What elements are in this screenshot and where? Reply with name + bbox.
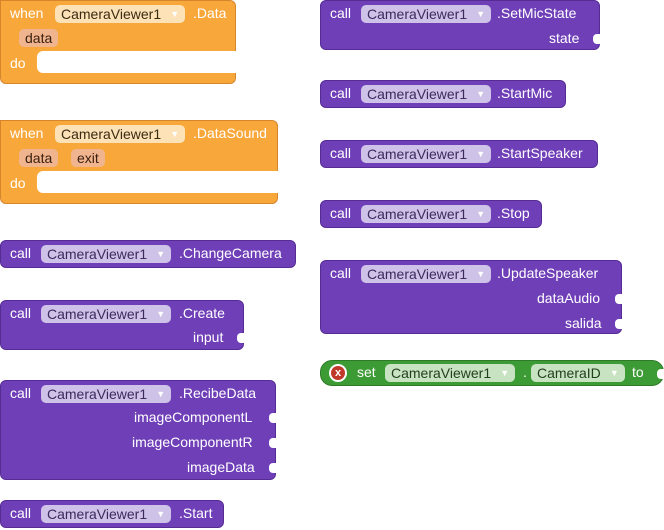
input-socket[interactable] — [269, 413, 277, 423]
input-socket[interactable] — [615, 319, 623, 329]
input-socket[interactable] — [237, 333, 245, 343]
method-name: .Create — [179, 305, 225, 321]
component-dropdown[interactable]: CameraViewer1 ▼ — [361, 85, 492, 103]
component-dropdown[interactable]: CameraViewer1 ▼ — [361, 5, 492, 23]
to-keyword: to — [632, 364, 644, 380]
component-dropdown[interactable]: CameraViewer1 ▼ — [41, 505, 172, 523]
call-block-start-mic[interactable]: call CameraViewer1 ▼ .StartMic — [320, 80, 566, 108]
chevron-down-icon: ▼ — [156, 389, 166, 399]
input-socket[interactable] — [657, 369, 664, 379]
component-name: CameraViewer1 — [367, 146, 468, 162]
call-block-set-mic-state[interactable]: call CameraViewer1 ▼ .SetMicState state — [320, 0, 601, 50]
call-block-recibe-data[interactable]: call CameraViewer1 ▼ .RecibeData imageCo… — [0, 380, 277, 480]
property-name: CameraID — [537, 365, 601, 381]
arg-label-input: input — [193, 329, 224, 345]
chevron-down-icon: ▼ — [500, 368, 510, 378]
component-dropdown[interactable]: CameraViewer1 ▼ — [55, 5, 186, 23]
chevron-down-icon: ▼ — [476, 209, 486, 219]
event-name: .DataSound — [193, 125, 267, 141]
param-exit[interactable]: exit — [71, 149, 105, 167]
event-block-data[interactable]: when CameraViewer1 ▼ .Data data do — [0, 0, 236, 84]
do-slot[interactable] — [37, 171, 278, 193]
method-name: .Start — [179, 505, 213, 521]
call-keyword: call — [10, 305, 32, 321]
call-block-create[interactable]: call CameraViewer1 ▼ .Create input — [0, 300, 245, 350]
call-keyword: call — [330, 265, 352, 281]
input-socket[interactable] — [615, 294, 623, 304]
do-keyword: do — [10, 175, 26, 191]
set-block-camera-id[interactable]: x set CameraViewer1 ▼ . CameraID ▼ to — [320, 360, 664, 386]
input-socket[interactable] — [269, 438, 277, 448]
component-name: CameraViewer1 — [61, 6, 162, 22]
call-keyword: call — [330, 85, 352, 101]
call-block-update-speaker[interactable]: call CameraViewer1 ▼ .UpdateSpeaker data… — [320, 260, 623, 334]
call-block-change-camera[interactable]: call CameraViewer1 ▼ .ChangeCamera — [0, 240, 296, 268]
component-name: CameraViewer1 — [367, 266, 468, 282]
when-keyword: when — [10, 125, 44, 141]
chevron-down-icon: ▼ — [156, 509, 166, 519]
param-data[interactable]: data — [19, 149, 59, 167]
arg-label-image-data: imageData — [187, 459, 255, 475]
chevron-down-icon: ▼ — [156, 249, 166, 259]
component-name: CameraViewer1 — [367, 6, 468, 22]
error-icon[interactable]: x — [329, 364, 347, 382]
method-name: .ChangeCamera — [179, 245, 282, 261]
chevron-down-icon: ▼ — [476, 269, 486, 279]
component-name: CameraViewer1 — [47, 506, 148, 522]
property-dropdown[interactable]: CameraID ▼ — [531, 364, 625, 382]
chevron-down-icon: ▼ — [170, 9, 180, 19]
call-keyword: call — [330, 5, 352, 21]
component-name: CameraViewer1 — [47, 386, 148, 402]
component-name: CameraViewer1 — [391, 365, 492, 381]
param-data[interactable]: data — [19, 29, 59, 47]
call-block-start-speaker[interactable]: call CameraViewer1 ▼ .StartSpeaker — [320, 140, 598, 168]
arg-label-data-audio: dataAudio — [537, 290, 601, 306]
do-slot[interactable] — [37, 51, 236, 73]
event-name: .Data — [193, 5, 227, 21]
call-keyword: call — [330, 145, 352, 161]
component-name: CameraViewer1 — [367, 206, 468, 222]
component-dropdown[interactable]: CameraViewer1 ▼ — [41, 245, 172, 263]
component-dropdown[interactable]: CameraViewer1 ▼ — [361, 205, 492, 223]
arg-label-state: state — [549, 30, 580, 46]
method-name: .StartSpeaker — [497, 145, 583, 161]
dot-separator: . — [523, 364, 527, 380]
chevron-down-icon: ▼ — [609, 368, 619, 378]
arg-label-image-component-l: imageComponentL — [134, 409, 253, 425]
component-name: CameraViewer1 — [47, 306, 148, 322]
when-keyword: when — [10, 5, 44, 21]
chevron-down-icon: ▼ — [476, 89, 486, 99]
component-name: CameraViewer1 — [367, 86, 468, 102]
call-keyword: call — [10, 245, 32, 261]
component-dropdown[interactable]: CameraViewer1 ▼ — [41, 305, 172, 323]
input-socket[interactable] — [593, 34, 601, 44]
component-dropdown[interactable]: CameraViewer1 ▼ — [361, 145, 492, 163]
method-name: .RecibeData — [179, 385, 257, 401]
set-keyword: set — [357, 364, 376, 380]
arg-label-salida: salida — [565, 315, 602, 331]
method-name: .SetMicState — [497, 5, 577, 21]
call-block-start[interactable]: call CameraViewer1 ▼ .Start — [0, 500, 224, 528]
call-keyword: call — [10, 385, 32, 401]
event-block-datasound[interactable]: when CameraViewer1 ▼ .DataSound data exi… — [0, 120, 278, 204]
component-dropdown[interactable]: CameraViewer1 ▼ — [361, 265, 492, 283]
arg-label-image-component-r: imageComponentR — [132, 434, 253, 450]
method-name: .UpdateSpeaker — [497, 265, 599, 281]
component-dropdown[interactable]: CameraViewer1 ▼ — [385, 364, 516, 382]
component-dropdown[interactable]: CameraViewer1 ▼ — [55, 125, 186, 143]
call-keyword: call — [330, 205, 352, 221]
method-name: .StartMic — [497, 85, 553, 101]
chevron-down-icon: ▼ — [476, 9, 486, 19]
component-name: CameraViewer1 — [47, 246, 148, 262]
chevron-down-icon: ▼ — [170, 129, 180, 139]
chevron-down-icon: ▼ — [156, 309, 166, 319]
do-keyword: do — [10, 55, 26, 71]
component-name: CameraViewer1 — [61, 126, 162, 142]
call-keyword: call — [10, 505, 32, 521]
component-dropdown[interactable]: CameraViewer1 ▼ — [41, 385, 172, 403]
chevron-down-icon: ▼ — [476, 149, 486, 159]
call-block-stop[interactable]: call CameraViewer1 ▼ .Stop — [320, 200, 542, 228]
input-socket[interactable] — [269, 463, 277, 473]
method-name: .Stop — [497, 205, 530, 221]
